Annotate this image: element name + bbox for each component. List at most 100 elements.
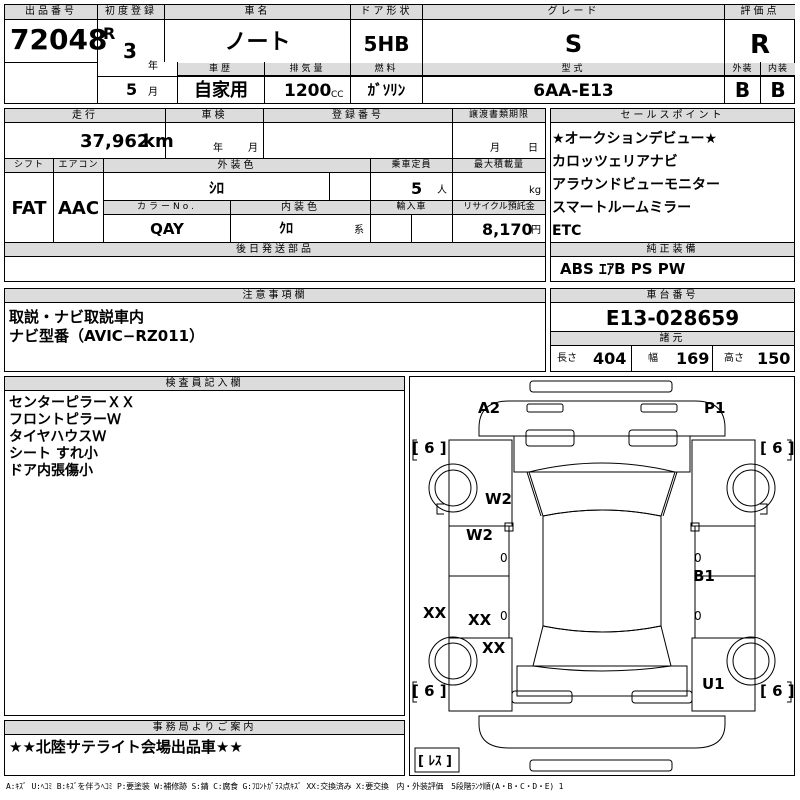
inspector-label: 検査員記入欄: [5, 377, 404, 391]
recycle-label: リサイクル預託金: [453, 201, 545, 215]
chassis-number: E13-028659: [605, 306, 740, 330]
tire-front-right: [ 6 ]: [760, 439, 795, 457]
score-label: 評価点: [725, 5, 795, 20]
car-diagram-section: [409, 376, 795, 776]
load-unit: kg: [529, 185, 542, 196]
damage-mark-a2: A2: [478, 399, 501, 417]
color-no-label: カラーNo.: [104, 201, 230, 215]
damage-mark-b1: B1: [693, 567, 715, 585]
width-value: 169: [676, 349, 710, 368]
first-reg-label: 初度登録: [98, 5, 164, 20]
fuel-label: 燃料: [351, 63, 422, 76]
era: R: [103, 24, 116, 43]
inspector-note: フロントピラーＷ: [9, 412, 121, 428]
damage-mark-u1: U1: [702, 675, 725, 693]
selling-point-item: ★オークションデビュー★: [552, 131, 718, 147]
zero-mark: 0: [694, 609, 702, 623]
shift: FAT: [11, 198, 47, 219]
import-label: 輸入車: [371, 201, 452, 215]
ac-label: エアコン: [54, 159, 103, 173]
interior-color: ｸﾛ: [279, 221, 293, 237]
lot-no-label: 出品番号: [5, 5, 97, 20]
office-label: 事務局よりご案内: [5, 721, 404, 735]
ac: AAC: [57, 198, 100, 219]
selling-point-item: ETC: [552, 223, 582, 239]
tire-rear-right: [ 6 ]: [760, 682, 795, 700]
damage-mark-p1: P1: [704, 399, 726, 417]
exterior-grade: B: [734, 78, 751, 102]
mileage-label: 走行: [5, 109, 165, 123]
chassis-label: 車台番号: [551, 289, 794, 303]
model-label: 型式: [423, 63, 724, 76]
capacity-label: 乗車定員: [371, 159, 452, 173]
transfer-label: 譲渡書類期限: [453, 109, 545, 123]
year-unit: 年: [148, 61, 158, 72]
score: R: [749, 30, 771, 60]
history: 自家用: [194, 80, 248, 101]
displacement-unit: CC: [331, 90, 344, 100]
inspector-note: センターピラーＸＸ: [9, 395, 135, 411]
exterior-label: 外装: [725, 63, 760, 76]
insp-year-unit: 年: [213, 143, 223, 154]
header-section: [4, 4, 795, 104]
transfer-month-unit: 月: [490, 143, 500, 154]
displacement-label: 排気量: [265, 63, 350, 76]
note-line: ナビ型番（AVIC−RZ011）: [9, 327, 205, 345]
color-label: 外装色: [104, 159, 370, 173]
car-name: ノート: [224, 30, 291, 55]
chassis-section: [550, 288, 795, 372]
selling-points-section: [550, 108, 795, 282]
reg-year: 3: [123, 39, 137, 63]
lot-number: 72048: [10, 23, 108, 56]
color-no: QAY: [150, 220, 184, 238]
int-color-unit: 系: [354, 225, 364, 236]
tire-front-left: [ 6 ]: [412, 439, 447, 457]
zero-mark: 0: [500, 551, 508, 565]
later-parts-label: 後日発送部品: [5, 243, 545, 257]
length-label: 長さ: [557, 353, 577, 364]
damage-mark-w2-top: W2: [485, 490, 512, 508]
shift-label: シフト: [5, 159, 53, 173]
grade: S: [564, 30, 583, 58]
equipment-label: 純正装備: [551, 243, 794, 257]
specs-label: 諸元: [551, 332, 794, 346]
inspector-section: [4, 376, 405, 716]
zero-mark: 0: [694, 551, 702, 565]
insp-month-unit: 月: [248, 143, 258, 154]
selling-point-item: アラウンドビューモニター: [552, 177, 720, 193]
history-label: 車歴: [178, 63, 264, 76]
capacity: 5: [411, 179, 423, 198]
vehicle-details-section: [4, 108, 546, 282]
office-notice: ★★北陸サテライト会場出品車★★: [9, 738, 243, 756]
door-label: ドア形状: [351, 5, 422, 20]
inspector-note: ドア内張傷小: [9, 463, 93, 479]
notes-section: [4, 288, 546, 372]
grade-label: グレード: [423, 5, 724, 20]
fuel: ｶﾞｿﾘﾝ: [367, 81, 406, 99]
displacement: 1200: [284, 81, 332, 101]
height-label: 高さ: [724, 353, 744, 364]
damage-mark-xx-low: XX: [482, 639, 506, 657]
inspector-note: タイヤハウスＷ: [9, 429, 107, 445]
door-type: 5HB: [363, 32, 410, 56]
capacity-unit: 人: [437, 185, 447, 196]
tire-rear-left: [ 6 ]: [412, 682, 447, 700]
notes-label: 注意事項欄: [5, 289, 545, 303]
car-name-label: 車名: [165, 5, 350, 20]
note-line: 取説・ナビ取説車内: [9, 308, 145, 326]
zero-mark: 0: [500, 609, 508, 623]
damage-mark-w2-left: W2: [466, 526, 493, 544]
height-value: 150: [757, 349, 791, 368]
month-unit: 月: [148, 87, 158, 98]
inspector-note: シート すれ小: [9, 446, 98, 462]
equipment-value: ABS ｴｱB PS PW: [560, 260, 686, 278]
selling-point-item: カロッツェリアナビ: [552, 154, 678, 170]
transfer-day-unit: 日: [528, 143, 538, 154]
damage-mark-xx-left: XX: [423, 604, 447, 622]
inspector-notes: センターピラーＸＸ フロントピラーＷ タイヤハウスＷ シート すれ小 ドア内張傷…: [9, 395, 399, 480]
damage-mark-xx-mid: XX: [468, 611, 492, 629]
length-value: 404: [593, 349, 627, 368]
mileage-unit: km: [143, 131, 174, 152]
selling-points-label: セールスポイント: [551, 109, 794, 123]
int-color-label: 内装色: [231, 201, 370, 215]
